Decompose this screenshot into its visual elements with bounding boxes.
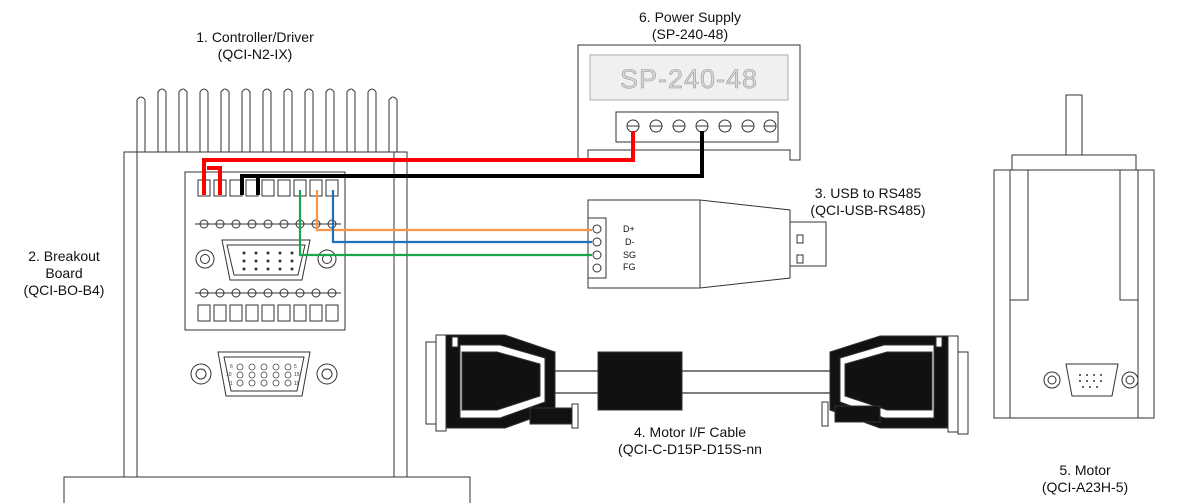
usb-pin-fg: FG	[623, 262, 636, 272]
motor-body	[993, 169, 1155, 419]
motor-interface-cable	[425, 334, 969, 435]
controller-label-title: 1. Controller/Driver	[196, 29, 314, 45]
psu-terminal-block	[615, 111, 779, 143]
wire-power-positive-b	[207, 166, 222, 195]
usb-pin-dminus: D-	[625, 237, 635, 247]
motor-label: 5. Motor (QCI-A23H-5)	[1010, 462, 1160, 496]
usb-rs485-adapter: D+ D- SG FG	[587, 199, 827, 289]
motor-shaft	[1065, 94, 1083, 156]
usb-pin-dplus: D+	[623, 224, 635, 234]
rs485-terminal	[587, 217, 607, 279]
usb-label: 3. USB to RS485 (QCI-USB-RS485)	[778, 185, 958, 219]
wire-signal-ground	[298, 190, 592, 257]
cable-label-model: (QCI-C-D15P-D15S-nn	[618, 441, 762, 457]
breakout-label-title: 2. Breakout	[28, 248, 100, 264]
controller-label: 1. Controller/Driver (QCI-N2-IX)	[160, 29, 350, 63]
controller-driver: 6 10 1 5 15 11	[63, 88, 471, 503]
cable-label-title: 4. Motor I/F Cable	[633, 424, 747, 440]
power-supply: SP-240-48	[577, 44, 801, 161]
wire-power-negative	[240, 131, 704, 195]
breakout-board	[184, 171, 346, 331]
cable-right-connector	[821, 335, 969, 435]
controller-db15-connector: 6 10 1 5 15 11	[190, 351, 338, 397]
wire-data-minus	[331, 190, 592, 244]
controller-label-model: (QCI-N2-IX)	[217, 46, 293, 62]
motor	[993, 94, 1155, 419]
psu-terminal-screws	[626, 119, 777, 133]
mounting-plate	[63, 476, 471, 503]
breakout-label-subtitle: Board	[45, 265, 83, 281]
db15-pin-15: 15	[294, 372, 300, 378]
psu-label-model: (SP-240-48)	[651, 26, 729, 42]
db15-pin-6: 6	[230, 364, 233, 370]
breakout-db15-connector	[195, 239, 337, 281]
psu-panel-text: SP-240-48	[620, 64, 758, 94]
bottom-terminal-screws	[195, 288, 341, 298]
usb-plug	[789, 221, 827, 267]
db15-pin-1: 1	[230, 381, 233, 387]
motor-label-model: (QCI-A23H-5)	[1041, 479, 1129, 495]
motor-label-title: 5. Motor	[1059, 462, 1111, 478]
wires	[202, 131, 704, 195]
breakout-label: 2. Breakout Board (QCI-BO-B4)	[0, 248, 128, 299]
motor-db15-connector	[1043, 363, 1139, 397]
psu-label-title: 6. Power Supply	[639, 9, 741, 25]
usb-label-model: (QCI-USB-RS485)	[810, 202, 926, 218]
usb-label-title: 3. USB to RS485	[814, 185, 922, 201]
db15-pin-11: 11	[294, 381, 299, 387]
wire-data-plus	[315, 190, 592, 232]
cable-left-connector	[425, 334, 579, 432]
cable-label: 4. Motor I/F Cable (QCI-C-D15P-D15S-nn	[590, 424, 790, 458]
breakout-label-model: (QCI-BO-B4)	[23, 282, 105, 298]
psu-label: 6. Power Supply (SP-240-48)	[600, 9, 780, 43]
usb-pin-sg: SG	[623, 250, 636, 260]
cable-ferrite	[597, 351, 683, 411]
bottom-terminal-block	[197, 304, 339, 322]
db15-pin-5: 5	[294, 364, 297, 370]
db15-pin-10: 10	[226, 372, 232, 378]
data-wires	[298, 190, 592, 257]
wire-power-positive	[202, 131, 635, 195]
heatsink-fins	[130, 88, 405, 153]
